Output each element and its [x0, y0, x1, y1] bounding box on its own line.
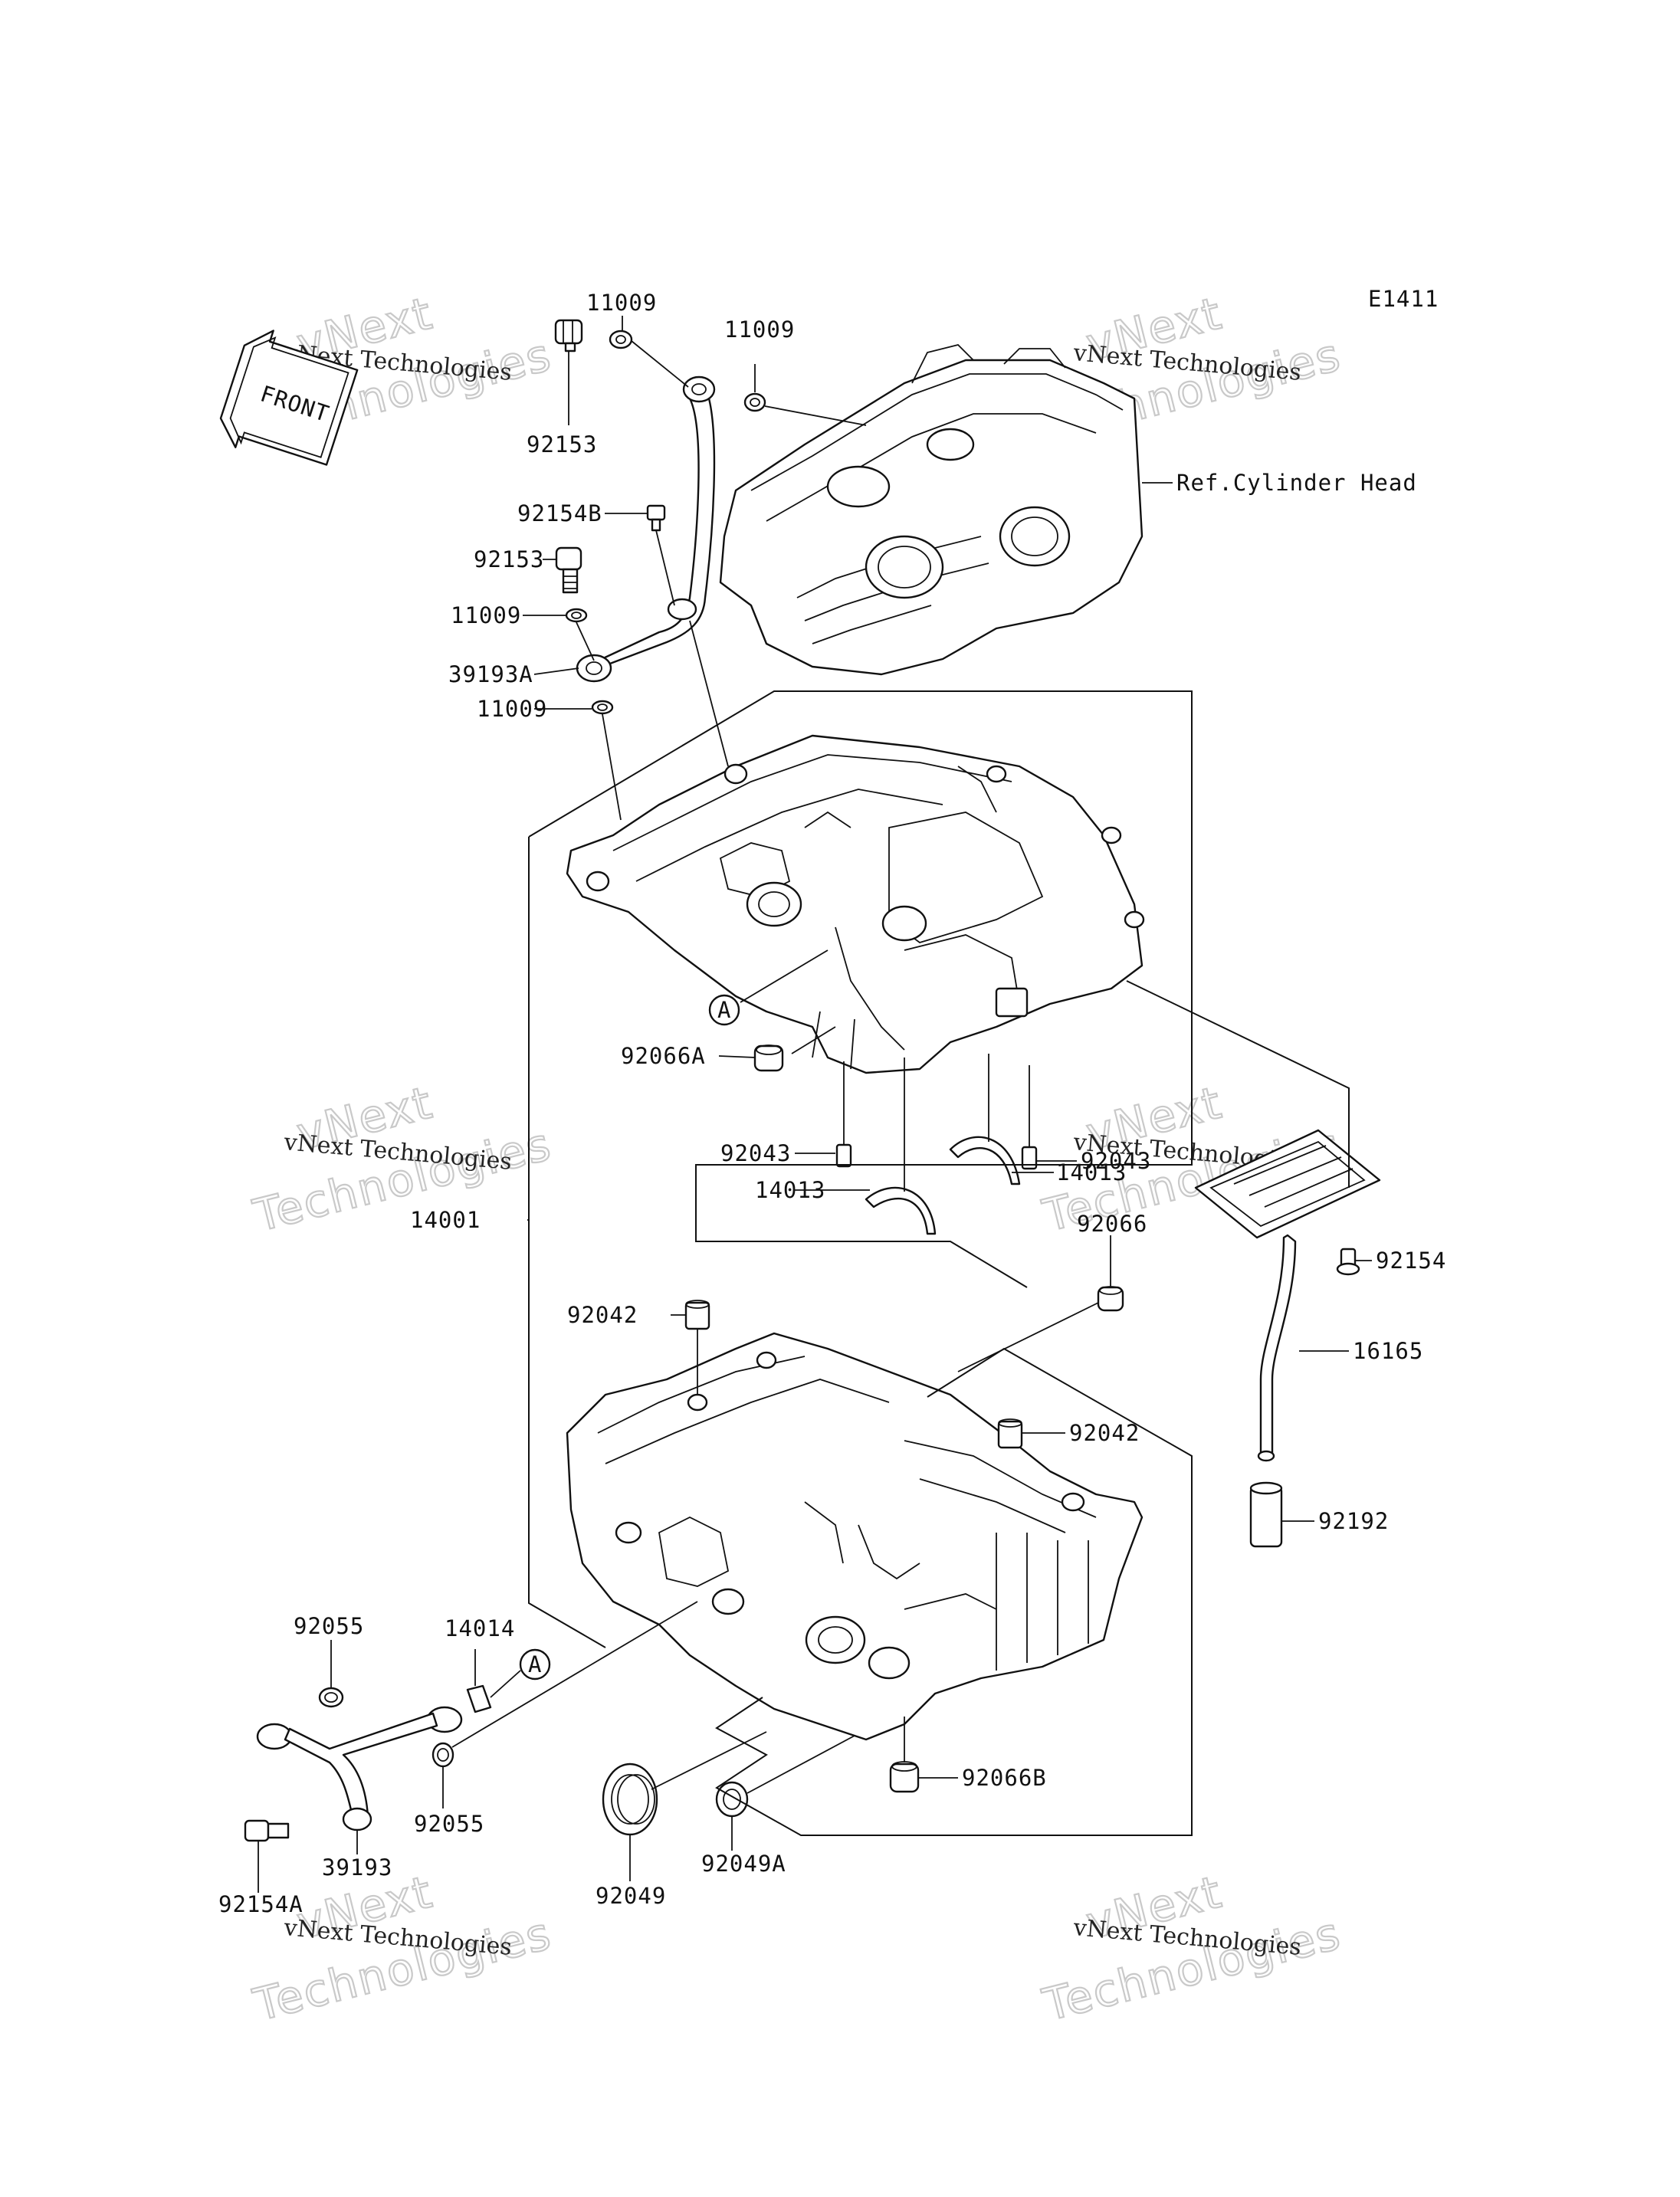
callout-a-lower: A — [519, 1648, 551, 1681]
callout-letter: A — [528, 1651, 542, 1677]
part-label[interactable]: 14001 — [410, 1207, 481, 1233]
plug-92066a — [753, 1044, 784, 1072]
callout-a-upper: A — [708, 994, 740, 1026]
part-label[interactable]: 92055 — [414, 1811, 484, 1837]
dowel-pin-92043-left — [835, 1143, 852, 1168]
bolt-92153-top — [554, 319, 583, 353]
ref-cylinder-head-label: Ref.Cylinder Head — [1176, 470, 1417, 496]
upper-crankcase — [566, 734, 1145, 1074]
oil-strainer-16165 — [1194, 1129, 1381, 1462]
part-label[interactable]: 92153 — [474, 546, 544, 572]
washer-11009-mid-a — [565, 608, 588, 623]
part-label[interactable]: 11009 — [451, 602, 521, 628]
part-label[interactable]: 92066A — [621, 1043, 706, 1069]
part-label[interactable]: 92066 — [1077, 1211, 1147, 1237]
part-label[interactable]: 92154 — [1376, 1248, 1446, 1274]
bolt-92154 — [1336, 1248, 1360, 1276]
lower-crankcase — [566, 1332, 1144, 1741]
part-label[interactable]: 92153 — [527, 431, 597, 457]
diagram-code: E1411 — [1368, 286, 1439, 312]
dowel-92042-left — [684, 1300, 710, 1330]
part-label[interactable]: 39193 — [322, 1854, 392, 1881]
part-label[interactable]: 92042 — [1069, 1420, 1140, 1446]
part-label[interactable]: 92043 — [720, 1140, 791, 1166]
part-label[interactable]: 92049A — [701, 1851, 786, 1877]
washer-11009-mid-b — [591, 700, 614, 715]
washer-11009-top-b — [743, 392, 766, 412]
washer-11009-top-a — [609, 330, 633, 349]
o-ring-92192 — [1249, 1481, 1283, 1548]
part-label[interactable]: 92154A — [218, 1891, 304, 1917]
assembly-frame-strainer — [1126, 980, 1350, 1188]
part-label[interactable]: 11009 — [477, 696, 547, 722]
bolt-92154b — [646, 504, 666, 532]
part-label[interactable]: 14014 — [445, 1615, 515, 1641]
part-label[interactable]: 14013 — [1056, 1159, 1127, 1185]
part-label[interactable]: 11009 — [586, 290, 657, 316]
front-arrow-icon: FRONT — [219, 330, 359, 466]
part-label[interactable]: 92049 — [596, 1883, 666, 1909]
leader-lines — [258, 316, 1372, 1893]
o-ring-92055-bottom — [431, 1742, 454, 1768]
oil-pipe-39193 — [256, 1706, 463, 1831]
part-label[interactable]: 92192 — [1318, 1508, 1389, 1534]
oil-pipe-39193a — [576, 375, 716, 683]
part-label[interactable]: 11009 — [724, 316, 795, 343]
callout-letter: A — [717, 997, 731, 1023]
assembly-frame-lower — [715, 1347, 1193, 1836]
part-label[interactable]: 14013 — [755, 1177, 825, 1203]
bolt-92154a — [244, 1819, 290, 1842]
assembly-frame-left — [528, 837, 606, 1648]
oil-seal-92049a — [715, 1781, 749, 1818]
bolt-92153-mid — [555, 546, 582, 594]
dowel-92042-right — [997, 1418, 1023, 1449]
part-label[interactable]: 92043 — [1081, 1148, 1151, 1174]
thrust-washer-14013-right — [949, 1136, 1021, 1185]
part-label[interactable]: 16165 — [1353, 1338, 1423, 1364]
assembly-frame-upper — [528, 690, 1193, 1288]
thrust-washer-14013-left — [865, 1186, 937, 1235]
oil-seal-92049 — [602, 1763, 658, 1836]
plug-92066b — [889, 1761, 920, 1793]
part-labels: 11009 11009 92153 92154B 92153 11009 391… — [218, 290, 1446, 1917]
bushing-14014 — [466, 1684, 492, 1713]
part-label[interactable]: 92055 — [294, 1613, 364, 1639]
o-ring-92055-top — [318, 1687, 344, 1708]
part-label[interactable]: 39193A — [448, 661, 533, 687]
part-label[interactable]: 92154B — [517, 500, 602, 526]
cylinder-head-reference — [719, 344, 1144, 676]
part-label[interactable]: 92042 — [567, 1302, 638, 1328]
part-label[interactable]: 92066B — [962, 1765, 1047, 1791]
plug-92066 — [1097, 1286, 1124, 1312]
